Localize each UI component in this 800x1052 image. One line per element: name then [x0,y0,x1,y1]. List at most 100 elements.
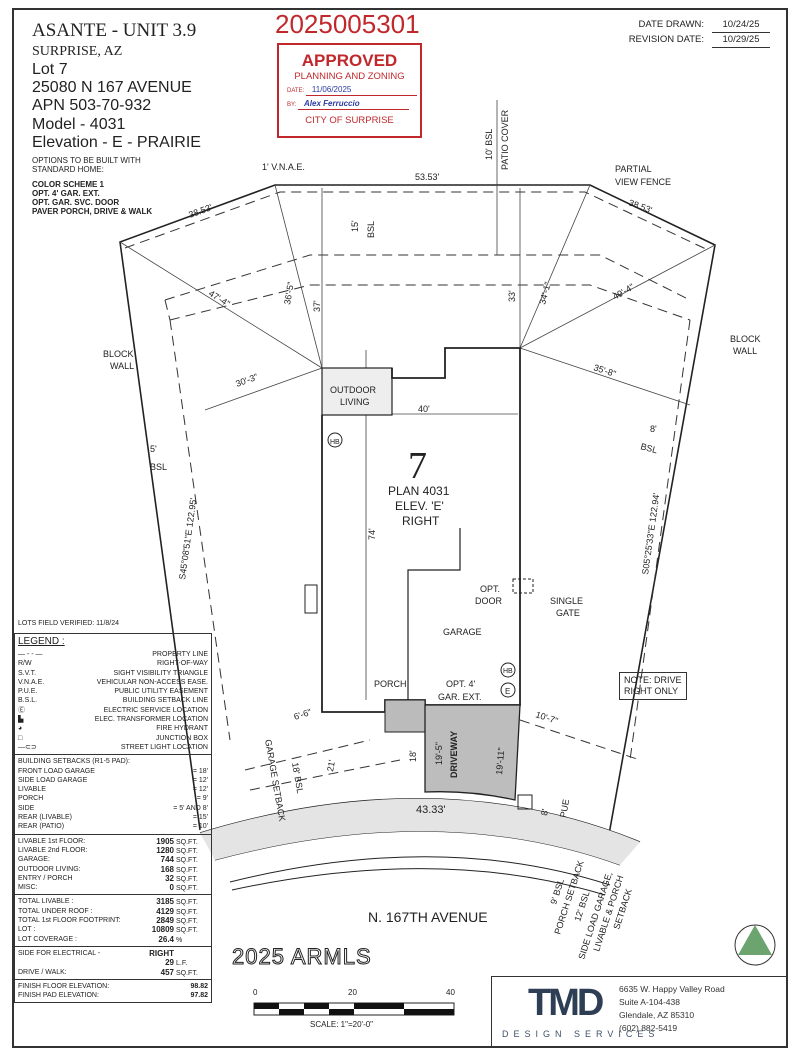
porch-label: PORCH [374,679,407,689]
electric-label: E [505,687,510,696]
ac-pad-icon [304,584,318,614]
dim-19-5: 19'-5" [434,742,444,765]
row-label: FINISH FLOOR ELEVATION: [18,982,110,990]
stamp-city: CITY OF SURPRISE [305,115,394,126]
table-row: SIDE= 5' AND 8' [18,804,208,813]
option-item: COLOR SCHEME 1 [32,180,105,189]
table-row: SIDE FOR ELECTRICAL - RIGHT [18,949,208,958]
row-label: LIVABLE 1st FLOOR: [18,837,86,845]
table-row: S.V.T.SIGHT VISIBILITY TRIANGLE [18,669,208,678]
outdoor-living-area [321,367,393,416]
dim-36-5: 36'-5" [282,281,296,305]
note-line: RIGHT ONLY [624,686,679,696]
scale-tick-20: 20 [348,988,357,997]
unit: SQ.FT. [176,927,198,935]
row-label: P.U.E. [18,688,38,696]
block-wall-label: BLOCK [730,334,761,344]
dim-19-11: 19'-11" [494,747,506,775]
north-arrow-icon [734,924,776,966]
table-row: LIVABLE= 12' [18,785,208,794]
value: 32 [165,873,174,883]
garage-setback-label: GARAGE SETBACK [263,739,287,823]
row-value: = 5' AND 8' [173,804,208,813]
bsl-label: BSL [366,221,376,238]
stamp-date: 11/06/2025 [305,85,417,96]
row-label: TOTAL LIVABLE : [18,898,74,906]
row-label: FINISH PAD ELEVATION: [18,992,99,1000]
value: 97.82 [190,992,208,1000]
bsl-label: BSL [639,441,658,455]
row-value: = 15' [193,813,208,822]
value: 29 [165,958,174,968]
dim-18: 18' [408,750,418,762]
row-label: SIDE FOR ELECTRICAL - [18,949,101,957]
approval-stamp: APPROVED PLANNING AND ZONING DATE: 11/06… [277,43,422,138]
unit: SQ.FT. [176,918,198,926]
symbols [304,432,534,810]
electric-service-icon [500,682,516,698]
unit: SQ.FT. [176,885,198,893]
address-line: Glendale, AZ 85310 [619,1010,695,1020]
permit-number: 2025005301 [275,9,420,39]
value: = 10' [192,823,208,831]
value: 168 [160,864,174,874]
date-drawn-label: DATE DRAWN: [638,19,704,30]
dim-8: 8' [650,424,657,434]
block-wall-label: WALL [733,346,757,356]
stamp-date-label: DATE: [287,88,305,94]
model: Model - 4031 [32,116,126,133]
value: = 15' [192,814,208,822]
watermark: 2025 ARMLS [232,944,372,970]
dim-49-4: 49'-4" [611,282,636,302]
row-value: = 9' [197,794,208,803]
tmd-logo: TMD [528,982,604,1024]
row-label: ENTRY / PORCH [18,874,73,882]
row-value: RIGHT-OF-WAY [157,660,208,668]
gar-ext-label: OPT. 4' [446,679,476,689]
value: 1280 [156,845,174,855]
lot-number-big: 7 [408,445,427,487]
subdivision-title: ASANTE - UNIT 3.9 [32,20,197,41]
partial-fence-label: VIEW FENCE [615,177,671,187]
row-value: FIRE HYDRANT [156,725,208,733]
plan-name: PLAN 4031 [388,484,450,498]
table-row: P.U.E.PUBLIC UTILITY EASEMENT [18,687,208,696]
setbacks-title: BUILDING SETBACKS (R1-5 PAD): [18,758,130,766]
value: 457 [160,967,174,977]
row-label: Ⓔ [18,706,25,714]
row-label: SIDE LOAD GARAGE [18,776,88,784]
hose-bib-label: HB [330,439,340,446]
table-row: V.N.A.E.VEHICULAR NON-ACCESS EASE. [18,678,208,687]
drive-note: NOTE: DRIVE RIGHT ONLY [619,672,687,700]
row-value: PROPERTY LINE [152,651,208,658]
paver-porch [384,699,426,733]
row-label: GARAGE: [18,856,50,864]
driveway-label: DRIVEWAY [449,731,459,778]
row-value: 26.4% [158,935,208,944]
apn: APN 503-70-932 [32,97,152,114]
value: 3185 [156,897,174,907]
opt-door-label: DOOR [475,596,503,606]
row-label: LOT COVERAGE : [18,935,77,943]
value: RIGHT [149,948,174,958]
outdoor-living-label: LIVING [340,397,370,407]
row-value: ELECTRIC SERVICE LOCATION [103,706,208,714]
tmd-tagline: DESIGN SERVICES [502,1029,660,1039]
hose-bib-label: HB [503,668,513,675]
options-heading: OPTIONS TO BE BUILT WITH STANDARD HOME: [32,156,141,174]
top-dim: 53.53' [415,172,440,182]
street-name: N. 167TH AVENUE [368,909,488,925]
dim-34-1: 34'-1" [537,281,553,306]
address-line: Suite A-104-438 [619,997,680,1007]
